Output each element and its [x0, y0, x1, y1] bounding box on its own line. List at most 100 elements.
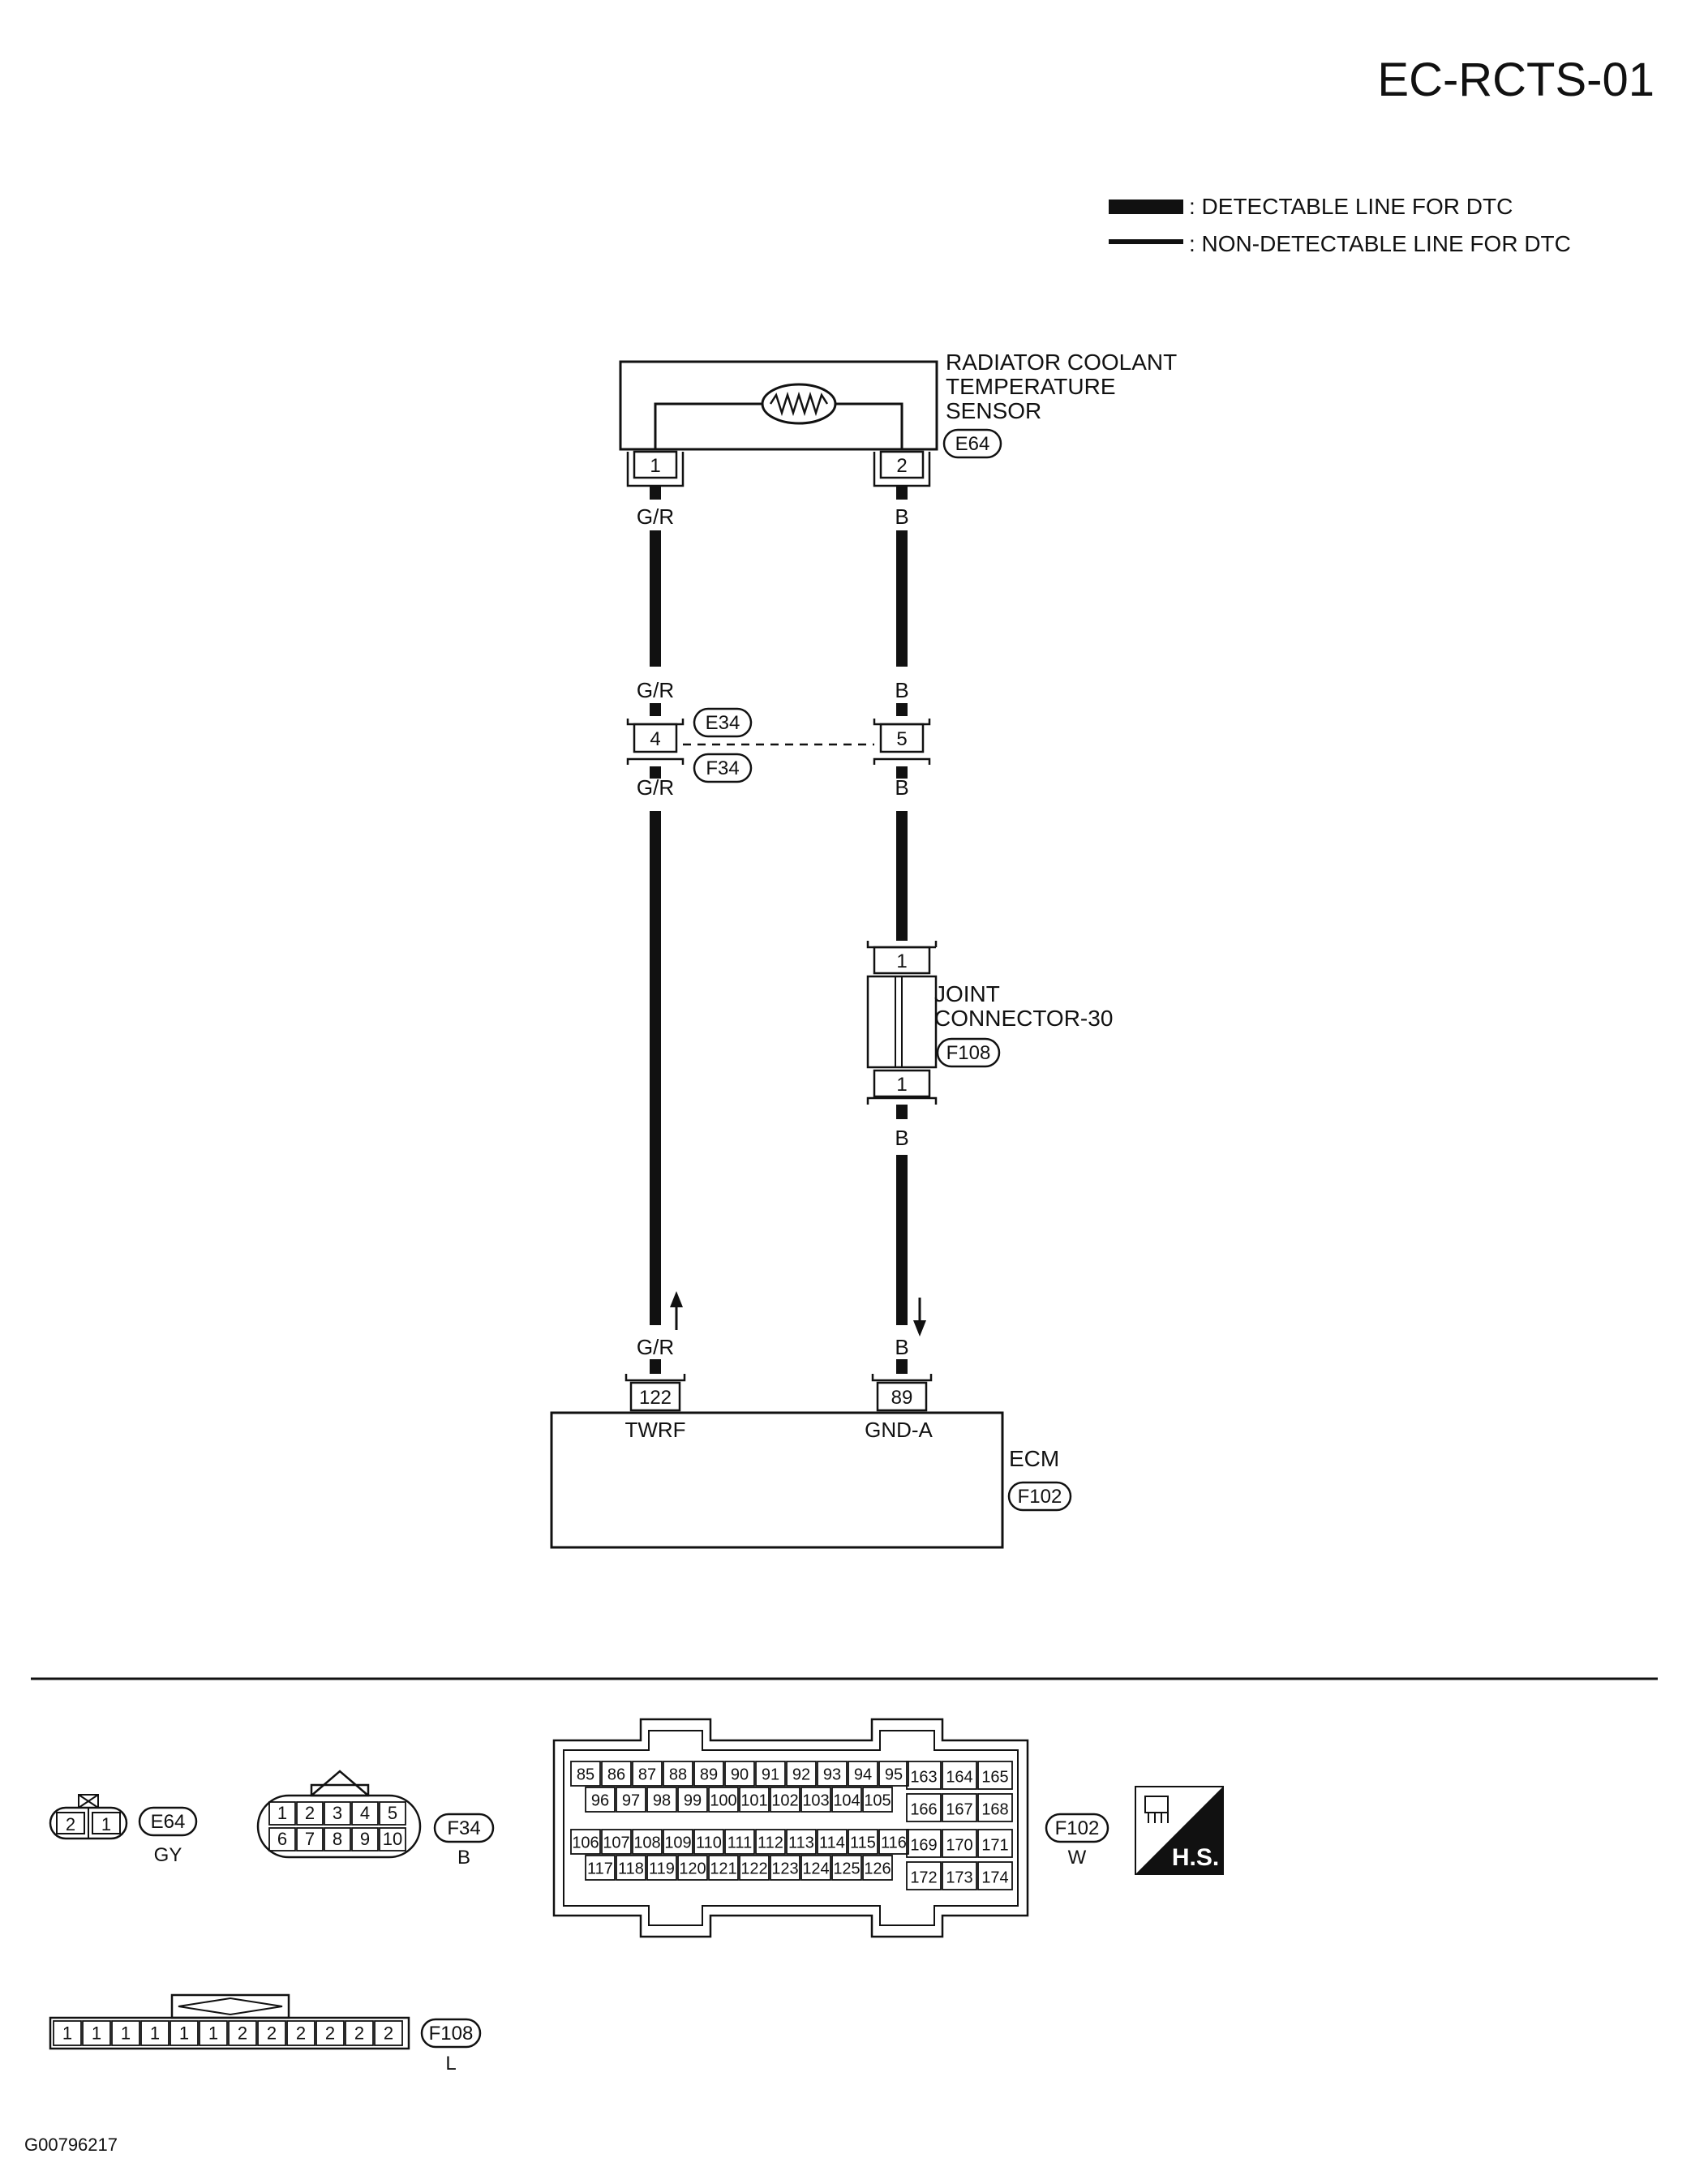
- f102-pin-label: 109: [664, 1834, 691, 1852]
- legend-detectable-swatch: [1109, 200, 1183, 214]
- f108-pin-cell: [374, 2020, 403, 2046]
- f34-pin-cell: [351, 1827, 379, 1851]
- f102-pin-cell: [906, 1861, 942, 1890]
- f102-pin-cell: [570, 1829, 601, 1855]
- f108-pin-cell: [345, 2020, 374, 2046]
- e64-badge: [138, 1806, 198, 1837]
- sensor-pin-2: 2: [873, 450, 931, 487]
- f102-pin-label: 163: [910, 1769, 937, 1787]
- splice-connector-id-top: E34: [706, 712, 740, 734]
- f102-pin-label: 99: [684, 1792, 702, 1810]
- f102-pin-cell: [739, 1787, 770, 1813]
- f102-pin-cell: [942, 1829, 977, 1858]
- f102-pin-label: 110: [696, 1834, 722, 1852]
- f102-pin-cell: [585, 1787, 616, 1813]
- f34-pin-cell: [324, 1827, 351, 1851]
- f102-pin-label: 90: [731, 1766, 749, 1784]
- ecm-terminal-gnd-a: GND-A: [865, 1418, 933, 1442]
- f102-pin-cell: [708, 1855, 739, 1881]
- f102-pin-label: 113: [788, 1834, 814, 1852]
- sensor-body: [619, 360, 938, 451]
- f102-pin-cell: [906, 1829, 942, 1858]
- f102-pin-cell: [646, 1787, 677, 1813]
- sensor-connector-id: E64: [955, 433, 990, 455]
- arrow-down-icon: [913, 1298, 926, 1337]
- wire-color-label: B: [895, 678, 908, 702]
- f102-pin-cell: [677, 1855, 708, 1881]
- f102-pin-label: 94: [854, 1766, 872, 1784]
- wire-color-label: B: [895, 1126, 908, 1150]
- f102-pin-cell: [977, 1793, 1013, 1822]
- sensor-name-line3: SENSOR: [946, 398, 1041, 423]
- connector-view-e64: 2 1 E64 GY: [49, 1794, 198, 1866]
- f108-color: L: [445, 2053, 456, 2075]
- f102-pin-label: 170: [946, 1837, 972, 1855]
- joint-name-line2: CONNECTOR-30: [934, 1006, 1113, 1031]
- svg-text:122: 122: [639, 1387, 672, 1409]
- f102-pin-label: 120: [679, 1860, 706, 1878]
- f108-pin-label: 1: [179, 2023, 189, 2044]
- f102-pin-label: 86: [607, 1766, 625, 1784]
- f102-pin-cell: [755, 1829, 786, 1855]
- f34-pin-label: 5: [388, 1803, 397, 1823]
- f102-pin-label: 98: [653, 1792, 671, 1810]
- f34-pin-label: 6: [277, 1829, 287, 1849]
- f102-pin-cell: [663, 1761, 693, 1787]
- f34-color: B: [457, 1847, 470, 1869]
- f102-pin-cell: [693, 1761, 724, 1787]
- ecm-name: ECM: [1009, 1446, 1059, 1471]
- f102-pin-cell: [616, 1787, 646, 1813]
- wire-color-label: B: [895, 1335, 908, 1359]
- svg-text:5: 5: [896, 728, 907, 750]
- f108-pin-cell: [315, 2020, 345, 2046]
- f102-pin-cell: [831, 1787, 862, 1813]
- f34-pin-label: 1: [277, 1803, 287, 1823]
- f102-pin-cell: [906, 1793, 942, 1822]
- wire-color-label: G/R: [637, 504, 674, 529]
- f102-pin-label: 169: [910, 1837, 937, 1855]
- splice-connector-badge-top: [693, 707, 753, 738]
- arrow-up-icon: [670, 1291, 683, 1330]
- joint-connector-badge: [936, 1037, 1001, 1068]
- f102-pin-label: 96: [591, 1792, 609, 1810]
- f34-pin-label: 8: [333, 1829, 342, 1849]
- radiator-coolant-temperature-sensor: RADIATOR COOLANT TEMPERATURE SENSOR E64: [619, 350, 1177, 459]
- f102-pin-label: 105: [864, 1792, 891, 1810]
- f102-pin-label: 119: [649, 1860, 675, 1878]
- f102-pin-cell: [770, 1787, 800, 1813]
- f102-pin-label: 92: [792, 1766, 810, 1784]
- f34-pin-cell: [351, 1801, 379, 1826]
- f102-pin-cell: [724, 1761, 755, 1787]
- f102-pin-cell: [786, 1761, 817, 1787]
- ecm-pin-122: 122: [624, 1374, 686, 1412]
- f102-pin-cell: [848, 1829, 878, 1855]
- svg-text:2: 2: [896, 455, 907, 477]
- joint-pin-top: [873, 946, 931, 975]
- splice-pin-5: [879, 723, 925, 753]
- f102-pin-label: 112: [758, 1834, 783, 1852]
- f34-pin-cell: [379, 1801, 406, 1826]
- f102-pin-cell: [977, 1761, 1013, 1790]
- f108-pin-cell: [53, 2020, 82, 2046]
- f102-pin-cell: [977, 1829, 1013, 1858]
- svg-text:1: 1: [896, 1074, 907, 1096]
- f108-pin-label: 2: [238, 2023, 247, 2044]
- f102-pin-cell: [862, 1787, 893, 1813]
- f102-pin-label: 118: [618, 1860, 644, 1878]
- f34-badge: [433, 1813, 495, 1843]
- f102-pin-cell: [755, 1761, 786, 1787]
- f102-pin-label: 114: [819, 1834, 845, 1852]
- f34-pin-label: 9: [360, 1829, 370, 1849]
- f102-pin-label: 104: [833, 1792, 860, 1810]
- f102-pin-label: 102: [771, 1792, 798, 1810]
- f34-pin-cell: [268, 1801, 296, 1826]
- f102-pin-label: 103: [802, 1792, 829, 1810]
- f102-pin-label: 171: [981, 1837, 1008, 1855]
- f108-pin-label: 1: [92, 2023, 101, 2044]
- f102-pin-label: 88: [669, 1766, 687, 1784]
- f34-pin-label: 4: [360, 1803, 370, 1823]
- legend-detectable-label: : DETECTABLE LINE FOR DTC: [1189, 194, 1513, 219]
- e64-color: GY: [154, 1844, 182, 1866]
- f102-pin-cell: [616, 1855, 646, 1881]
- f102-pin-label: 164: [946, 1769, 972, 1787]
